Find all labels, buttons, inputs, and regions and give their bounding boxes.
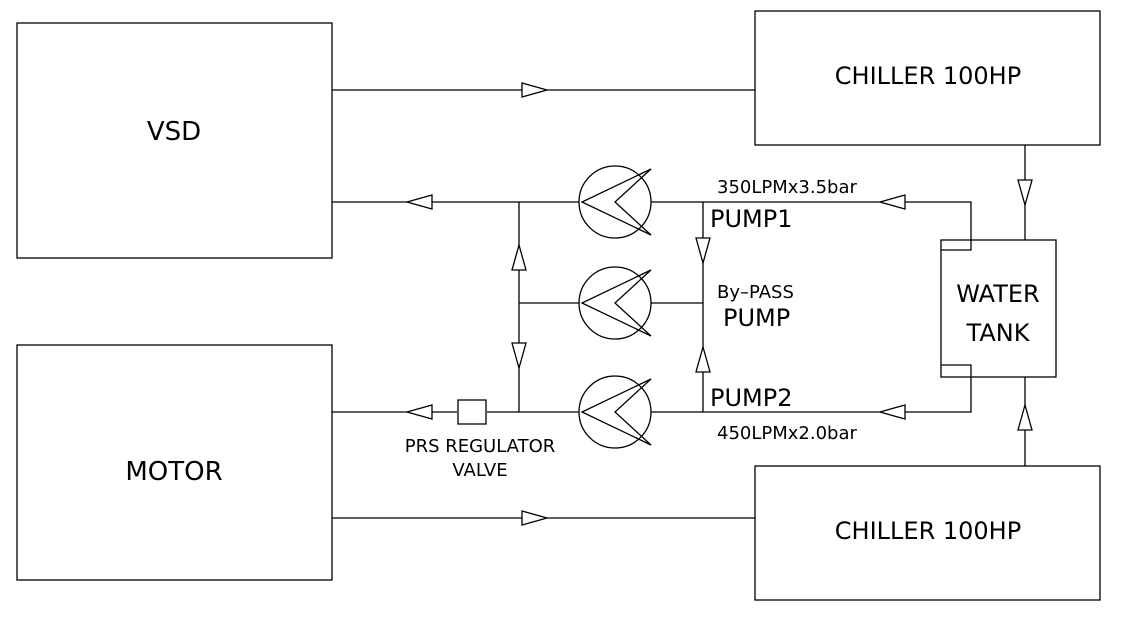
vsd-label: VSD — [147, 117, 201, 147]
vsd-box: VSD — [16, 22, 333, 259]
pump1-label: PUMP1 — [710, 205, 793, 233]
arrow-left-icon — [877, 194, 906, 210]
pump2-rating: 450LPMx2.0bar — [717, 423, 858, 444]
water-tank-box: WATER TANK — [940, 239, 1057, 378]
bypass-pump-symbol — [578, 266, 652, 340]
motor-label: MOTOR — [125, 457, 222, 487]
arrow-down-icon — [511, 342, 527, 371]
pipes — [332, 89, 1026, 519]
pressure-regulator-valve-icon — [457, 399, 487, 425]
pipe-tank-pump1 — [651, 201, 972, 251]
bypass-pump-label-line1: By–PASS — [717, 282, 794, 303]
valve-label-line2: VALVE — [452, 460, 507, 481]
arrow-left-icon — [404, 404, 433, 420]
chiller-bottom-label: CHILLER 100HP — [835, 517, 1021, 545]
arrow-up-icon — [695, 344, 711, 373]
arrow-up-icon — [511, 242, 527, 271]
arrow-left-icon — [404, 194, 433, 210]
arrow-right-icon — [521, 510, 550, 526]
arrow-down-icon — [695, 237, 711, 266]
chiller-top-label: CHILLER 100HP — [835, 62, 1021, 90]
water-tank-label-line2: TANK — [966, 319, 1031, 347]
arrow-right-icon — [521, 82, 550, 98]
arrow-up-icon — [1017, 402, 1033, 431]
flow-arrows — [404, 82, 1033, 526]
arrow-down-icon — [1017, 179, 1033, 208]
chiller-bottom-box: CHILLER 100HP — [754, 465, 1101, 601]
chiller-top-box: CHILLER 100HP — [754, 10, 1101, 146]
arrow-left-icon — [877, 404, 906, 420]
pump2-label: PUMP2 — [710, 384, 793, 412]
pump1-symbol — [578, 165, 652, 239]
pump1-rating: 350LPMx3.5bar — [717, 177, 858, 198]
motor-box: MOTOR — [16, 344, 333, 581]
water-tank-label-line1: WATER — [956, 280, 1039, 308]
valve-label-line1: PRS REGULATOR — [405, 436, 556, 457]
pipe-tank-pump2 — [651, 364, 972, 413]
bypass-pump-label-line2: PUMP — [723, 304, 790, 332]
pump2-symbol — [578, 375, 652, 449]
